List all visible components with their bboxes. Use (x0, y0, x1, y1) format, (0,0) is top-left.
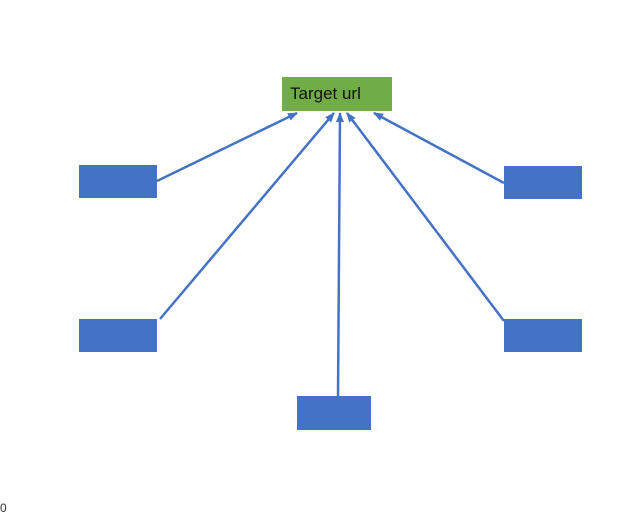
source-node-middle-right (504, 319, 582, 352)
arrow-source-3-to-target (159, 112, 335, 320)
source-node-top-right (504, 166, 582, 199)
arrow-source-1-to-target (156, 111, 298, 183)
source-node-bottom-center (297, 396, 371, 430)
source-node-top-left (79, 165, 157, 198)
arrow-source-5-to-target (335, 112, 344, 397)
target-url-label: Target url (290, 84, 361, 103)
arrow-source-2-to-target (373, 111, 505, 185)
source-node-middle-left (79, 319, 157, 352)
arrow-source-4-to-target (346, 112, 505, 322)
target-url-node: Target url (282, 77, 392, 111)
corner-mark-text: 0 (0, 501, 7, 512)
